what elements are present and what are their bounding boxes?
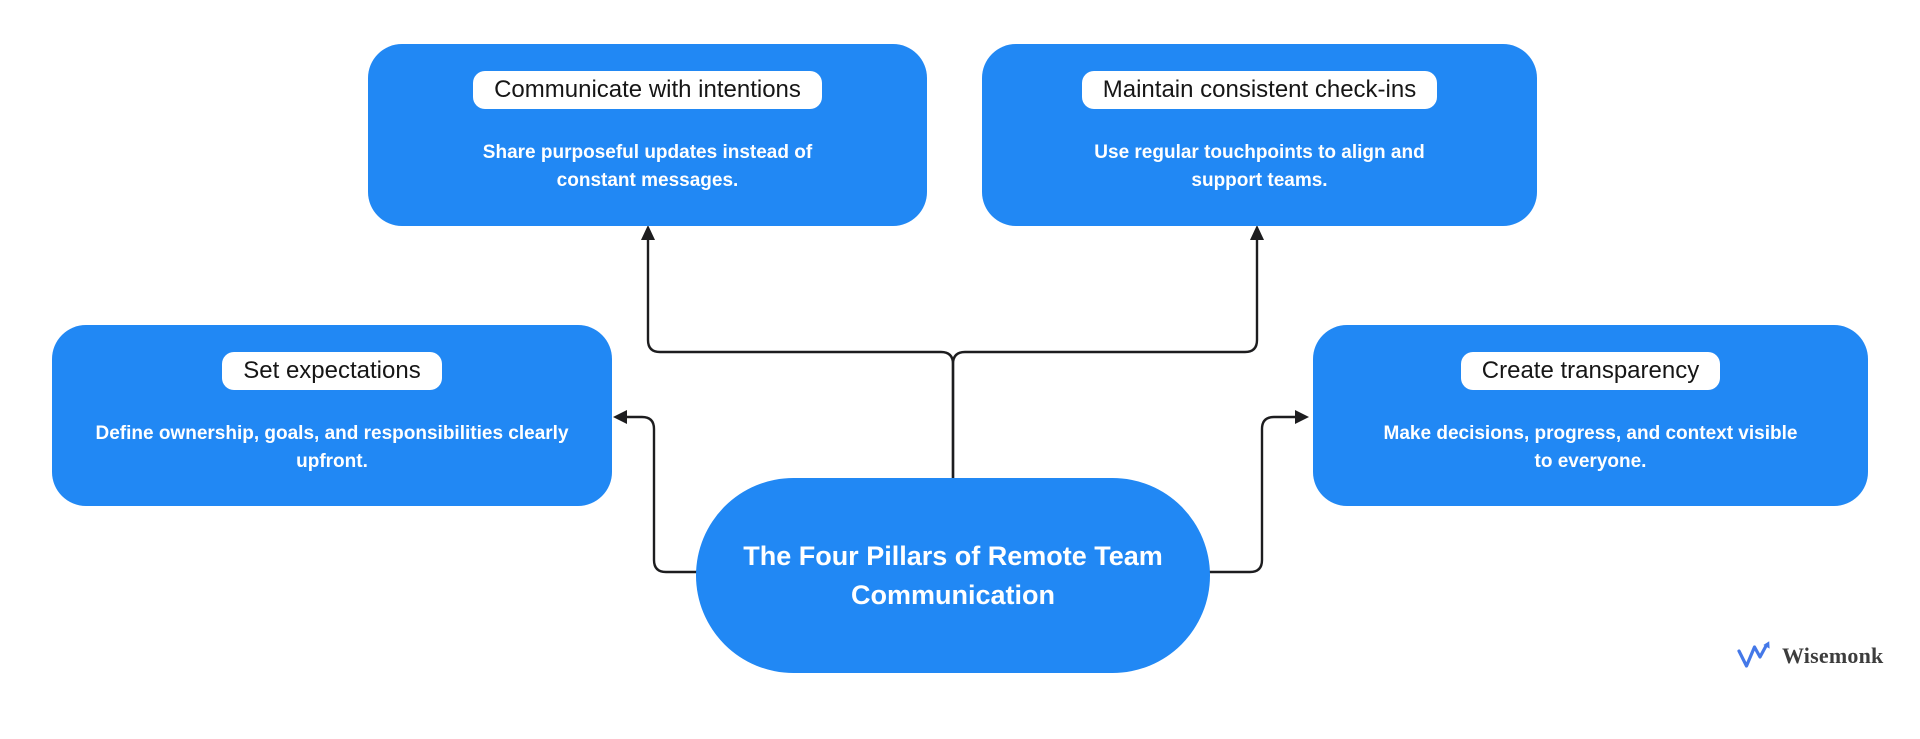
arrowhead-up-left-icon [641, 225, 655, 240]
node-label-expectations: Set expectations [222, 352, 442, 390]
node-communicate-with-intentions: Communicate with intentions Share purpos… [368, 44, 927, 226]
node-label-transparency: Create transparency [1460, 352, 1721, 390]
node-maintain-consistent-check-ins: Maintain consistent check-ins Use regula… [982, 44, 1537, 226]
node-description-communicate: Share purposeful updates instead of cons… [482, 142, 813, 191]
node-description-check-ins: Use regular touchpoints to align and sup… [1094, 142, 1425, 191]
node-description-expectations: Define ownership, goals, and responsibil… [95, 423, 569, 472]
node-description-transparency: Make decisions, progress, and context vi… [1383, 423, 1798, 472]
arrowhead-right-icon [1295, 410, 1309, 424]
diagram-title: The Four Pillars of Remote Team Communic… [743, 540, 1163, 610]
connector-center-to-mid-right [1207, 415, 1306, 574]
arrowhead-left-icon [613, 410, 627, 424]
arrowhead-up-right-icon [1250, 225, 1264, 240]
connector-center-to-top-right [951, 238, 1259, 480]
wisemonk-logo: Wisemonk [1736, 639, 1883, 672]
wisemonk-logo-icon [1737, 641, 1770, 668]
node-create-transparency: Create transparency Make decisions, prog… [1313, 325, 1868, 506]
node-label-communicate: Communicate with intentions [473, 71, 822, 109]
wisemonk-wordmark: Wisemonk [1782, 642, 1884, 668]
node-set-expectations: Set expectations Define ownership, goals… [52, 325, 612, 506]
central-node: The Four Pillars of Remote Team Communic… [696, 478, 1210, 673]
node-label-check-ins: Maintain consistent check-ins [1081, 71, 1438, 109]
connector-center-to-top-left [646, 238, 955, 480]
connector-center-to-mid-left [615, 415, 699, 574]
